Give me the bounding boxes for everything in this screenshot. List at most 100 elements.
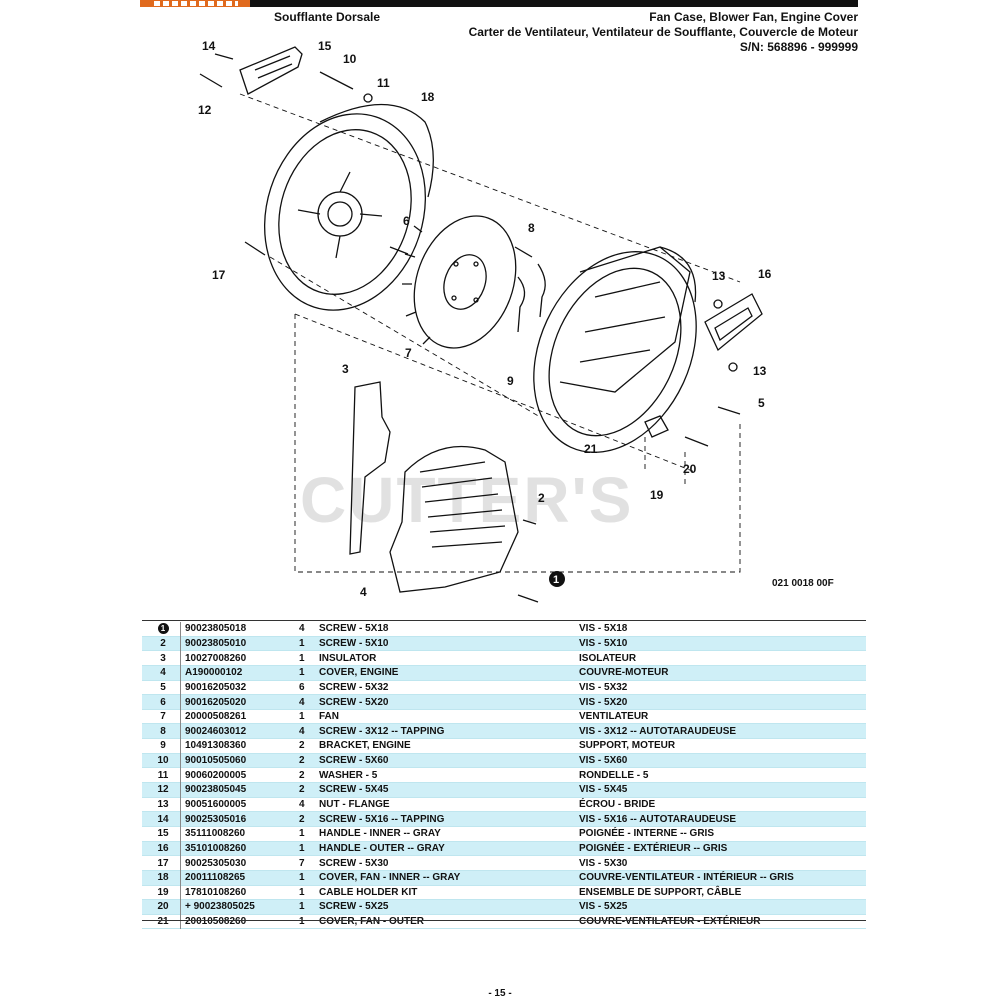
fan-part (402, 215, 517, 349)
description-en: SCREW - 5X60 (315, 753, 575, 768)
description-fr: POIGNÉE - INTERNE -- GRIS (579, 828, 715, 840)
description-en: COVER, ENGINE (315, 665, 575, 681)
part-number: 20010508260 (185, 916, 247, 928)
part-number: 90016205032 (185, 681, 247, 693)
ref-number: 14 (142, 811, 181, 827)
part-number: 90024603012 (180, 723, 295, 739)
ref-number: 10 (142, 753, 181, 768)
description-fr: COUVRE-VENTILATEUR - INTÉRIEUR -- GRIS (575, 870, 866, 886)
part-number: 90025305016 (180, 811, 295, 827)
ref-number: 7 (142, 709, 181, 724)
ref-number: 1 (142, 622, 181, 637)
quantity: 4 (295, 723, 315, 739)
description-fr: VIS - 5X30 (579, 857, 628, 869)
table-bottom-rule (142, 920, 866, 921)
header-bar (140, 0, 858, 7)
callout-3: 3 (342, 362, 349, 376)
description-en: WASHER - 5 (319, 769, 378, 781)
fan-cover-inner-part (263, 103, 434, 311)
part-number: 90060200005 (185, 769, 247, 781)
serial-range: S/N: 568896 - 999999 (739, 40, 858, 54)
ref-number: 20 (142, 899, 181, 915)
quantity: 4 (299, 623, 305, 635)
part-number: 90025305030 (185, 857, 247, 869)
part-number: 10027008260 (185, 652, 247, 664)
part-number: 20000508261 (185, 711, 247, 723)
part-number: 17810108260 (185, 886, 247, 898)
description-en: BRACKET, ENGINE (319, 740, 411, 752)
fan-cover-outer-part (533, 246, 697, 453)
description-fr: ENSEMBLE DE SUPPORT, CÂBLE (579, 886, 742, 898)
screw-10 (319, 71, 354, 90)
screw-17 (244, 241, 266, 256)
ref-number: 21 (142, 914, 181, 929)
quantity: 2 (299, 769, 305, 781)
screw-5 (717, 406, 741, 415)
quantity: 1 (299, 916, 305, 928)
quantity: 2 (299, 740, 305, 752)
description-en: HANDLE - INNER -- GRAY (319, 828, 441, 840)
quantity: 2 (295, 811, 315, 827)
screw-6 (389, 246, 409, 255)
description-en: SCREW - 5X18 (319, 623, 389, 635)
quantity: 1 (295, 899, 315, 915)
quantity: 2 (295, 782, 315, 798)
part-number: 35111008260 (185, 828, 246, 840)
ref-number: 17 (142, 855, 181, 871)
callout-4: 4 (360, 585, 367, 599)
part-number: 90023805045 (180, 782, 295, 798)
nut-13-top (713, 299, 723, 309)
ref-number: 15 (142, 826, 181, 842)
description-fr: ISOLATEUR (579, 652, 637, 664)
handle-outer-part (704, 293, 763, 352)
quantity: 1 (295, 870, 315, 886)
description-en: SCREW - 5X32 (319, 681, 389, 693)
description-en: SCREW - 5X45 (315, 782, 575, 798)
screw-12 (199, 73, 223, 88)
callout-6: 6 (403, 214, 410, 228)
ref-number: 3 (142, 650, 181, 666)
description-fr: COUVRE-VENTILATEUR - EXTÉRIEUR (579, 916, 761, 928)
callout-2: 2 (538, 491, 545, 505)
quantity: 1 (299, 652, 305, 664)
screw-1 (517, 594, 539, 603)
callout-15: 15 (318, 39, 332, 53)
description-fr: VIS - 3X12 -- AUTOTARAUDEUSE (575, 723, 866, 739)
ref-number: 13 (142, 797, 181, 812)
quantity: 1 (295, 636, 315, 651)
callout-13b: 13 (753, 364, 767, 378)
callout-16: 16 (758, 267, 772, 281)
part-number: 90010505060 (180, 753, 295, 768)
ref-number: 12 (142, 782, 181, 798)
ref-number: 16 (142, 841, 181, 856)
callout-5: 5 (758, 396, 765, 410)
description-fr: VENTILATEUR (579, 711, 649, 723)
screw-20 (684, 436, 709, 447)
callout-20: 20 (683, 462, 697, 476)
description-en: SCREW - 5X10 (315, 636, 575, 651)
description-en: INSULATOR (319, 652, 377, 664)
description-en: SCREW - 5X30 (319, 857, 389, 869)
drawing-code: 021 0018 00F (772, 578, 834, 589)
description-fr: ÉCROU - BRIDE (579, 799, 656, 810)
quantity: 6 (299, 681, 305, 693)
description-en: SCREW - 5X25 (315, 899, 575, 915)
description-en: COVER, FAN - INNER -- GRAY (315, 870, 575, 886)
part-number: 35101008260 (180, 841, 295, 856)
part-number: 90016205020 (180, 694, 295, 710)
screw-8 (514, 246, 533, 258)
callout-1-circled: 1 (549, 571, 565, 587)
brand-logo (140, 0, 250, 7)
description-fr: VIS - 5X20 (575, 694, 866, 710)
